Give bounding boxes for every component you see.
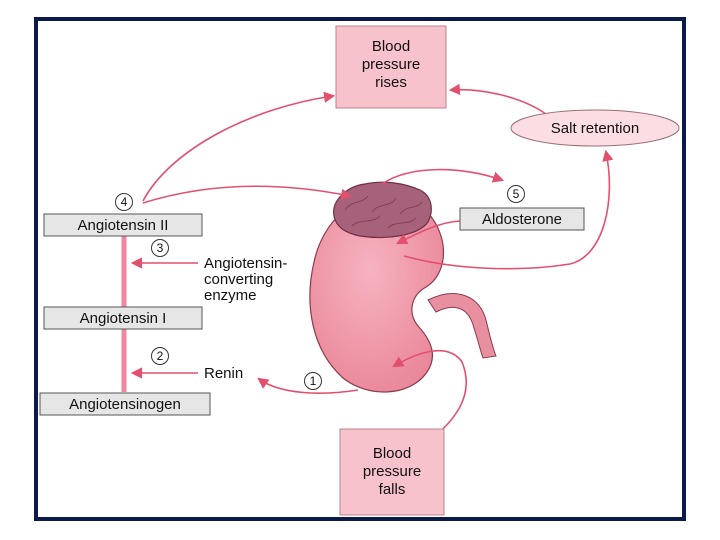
- bp-falls-box: Blood pressure falls: [339, 428, 445, 516]
- arrow-adrenal-to-aldosterone: [381, 168, 505, 185]
- bp-rises-line-2: pressure: [362, 56, 420, 73]
- step-1: 1: [304, 372, 322, 390]
- aldosterone-box: Aldosterone: [459, 207, 585, 231]
- adrenal-texture: [344, 195, 423, 229]
- angiotensinogen-box: Angiotensinogen: [39, 392, 211, 416]
- arrow-kidney-to-salt-retention: [403, 149, 614, 270]
- step-2: 2: [151, 347, 169, 365]
- adrenal-gland: [333, 181, 432, 239]
- aldosterone-label: Aldosterone: [482, 211, 562, 228]
- bp-rises-line-1: Blood: [372, 38, 410, 55]
- arrow-aldosterone-to-kidney: [395, 220, 461, 245]
- arrow-kidney-to-renin: [257, 377, 359, 394]
- renin-label: Renin: [204, 365, 243, 382]
- angiotensin-i-label: Angiotensin I: [80, 310, 167, 327]
- svg-text:2: 2: [157, 349, 164, 363]
- bp-falls-line-3: falls: [379, 481, 406, 498]
- kidney-illustration: [309, 181, 497, 393]
- svg-text:3: 3: [157, 241, 164, 255]
- bp-rises-line-3: rises: [375, 74, 407, 91]
- kidney: [309, 189, 445, 393]
- arrow-salt-retention-to-bp-rises: [448, 83, 547, 115]
- arrow-angiotensin-ii-to-adrenal: [142, 185, 353, 204]
- svg-text:1: 1: [310, 374, 317, 388]
- ace-line-1: Angiotensin-: [204, 255, 287, 272]
- step-5: 5: [507, 185, 525, 203]
- bp-falls-line-1: Blood: [373, 445, 411, 462]
- bp-rises-box: Blood pressure rises: [335, 25, 447, 109]
- ureter: [427, 293, 497, 359]
- bp-falls-line-2: pressure: [363, 463, 421, 480]
- svg-text:4: 4: [121, 195, 128, 209]
- salt-retention-node: Salt retention: [510, 109, 680, 147]
- angiotensin-i-box: Angiotensin I: [43, 306, 203, 330]
- angiotensin-ii-label: Angiotensin II: [78, 217, 169, 234]
- angiotensinogen-label: Angiotensinogen: [69, 396, 181, 413]
- ace-line-3: enzyme: [204, 287, 257, 304]
- step-4: 4: [115, 193, 133, 211]
- salt-retention-label: Salt retention: [551, 120, 639, 137]
- ace-line-2: converting: [204, 271, 273, 288]
- ace-label: Angiotensin- converting enzyme: [204, 255, 287, 304]
- arrow-angiotensin-ii-to-bp-rises: [142, 91, 336, 202]
- step-3: 3: [151, 239, 169, 257]
- angiotensin-ii-box: Angiotensin II: [43, 213, 203, 237]
- svg-text:5: 5: [513, 187, 520, 201]
- step-markers: 1 2 3 4 5: [115, 185, 525, 390]
